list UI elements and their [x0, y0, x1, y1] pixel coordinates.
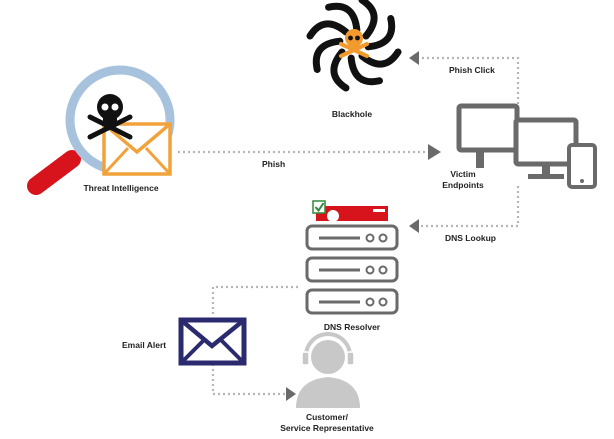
customer-label-line1: Customer/ — [305, 412, 349, 422]
phish-label: Phish — [262, 159, 286, 169]
connector-dns-lookup — [409, 186, 520, 233]
server-stack-icon — [305, 224, 399, 315]
magnifier-handle — [27, 150, 81, 195]
arrow-head-icon — [428, 144, 441, 160]
skull-crossbones-icon — [339, 29, 369, 58]
arrow-head-icon — [286, 387, 296, 401]
blackhole-label: Blackhole — [331, 109, 373, 119]
connector-email-alert — [211, 285, 298, 401]
victim-endpoints-label-line1: Victim — [450, 169, 476, 179]
dns-lookup-label: DNS Lookup — [445, 233, 496, 243]
connector-phish — [178, 144, 441, 160]
arrow-head-icon — [409, 51, 419, 65]
customer-label-line2: Service Representative — [280, 423, 374, 433]
headset-person-icon — [296, 332, 360, 408]
magnifier-skull-envelope-icon — [27, 65, 175, 195]
arrow-head-icon — [409, 219, 419, 233]
firewall-badge-icon — [312, 200, 388, 222]
monitors-phone-icon — [456, 103, 597, 189]
threat-intelligence-label: Threat Intelligence — [83, 183, 159, 193]
connector-phish-click — [409, 51, 520, 104]
envelope-icon — [178, 317, 247, 366]
phish-click-label: Phish Click — [449, 65, 495, 75]
envelope-orange-icon — [102, 122, 172, 176]
dns-resolver-label: DNS Resolver — [323, 322, 381, 332]
blackhole-spiral-icon — [306, 0, 402, 92]
skull-crossbones-icon — [87, 94, 133, 140]
email-alert-label: Email Alert — [122, 340, 167, 350]
victim-endpoints-label-line2: Endpoints — [442, 180, 484, 190]
